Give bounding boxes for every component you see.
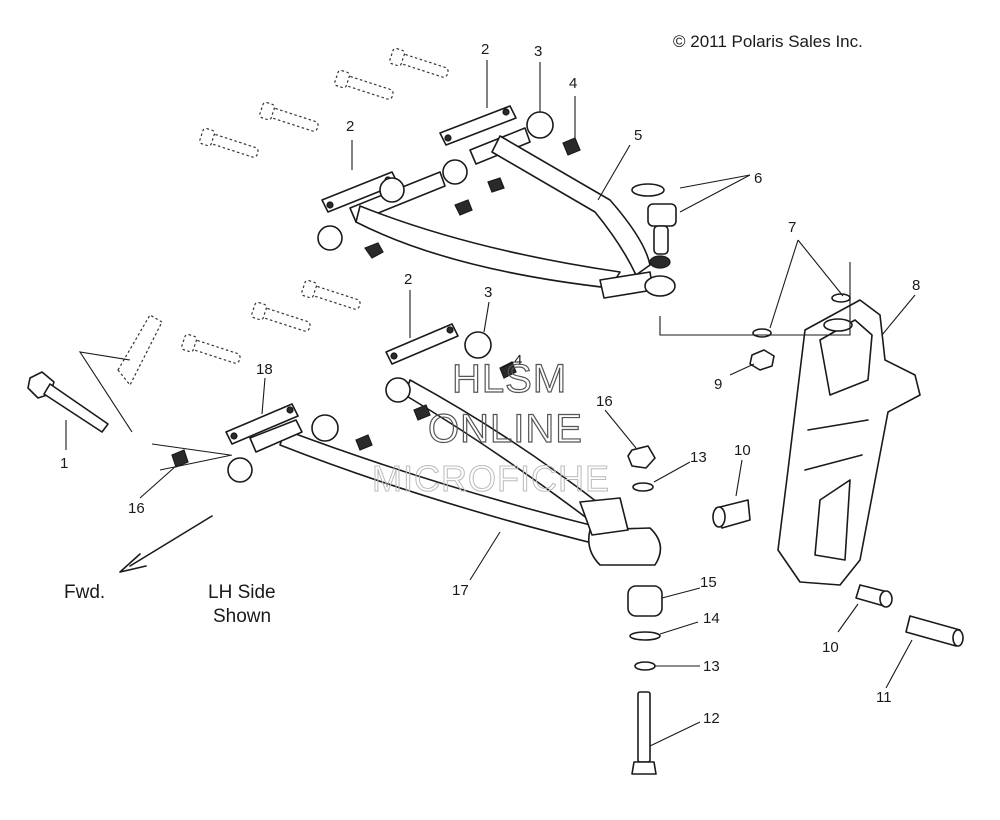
washer-upper	[632, 482, 654, 492]
ghost-bolts-lower	[181, 279, 361, 364]
callout-5: 5	[634, 127, 642, 144]
knuckle-bushing-a	[712, 499, 751, 529]
leader-lines	[65, 60, 916, 747]
callout-10: 10	[734, 442, 751, 459]
callout-13: 13	[703, 658, 720, 675]
callout-2: 2	[346, 118, 354, 135]
callout-9: 9	[714, 376, 722, 393]
callout-16: 16	[128, 500, 145, 517]
knuckle-pin	[905, 615, 964, 647]
copyright-text: © 2011 Polaris Sales Inc.	[673, 32, 863, 51]
pivot-bolt	[27, 371, 109, 433]
callout-2: 2	[404, 271, 412, 288]
callout-labels: 1 2 2 2 3 3 4 4 5 6 7 8 9 10 10 11 12 13…	[60, 41, 920, 727]
callout-3: 3	[534, 43, 542, 60]
watermark-line2: ONLINE	[428, 407, 583, 451]
callout-10: 10	[822, 639, 839, 656]
callout-4: 4	[514, 352, 522, 369]
callout-7: 7	[788, 219, 796, 236]
callout-2: 2	[481, 41, 489, 58]
lower-a-arm	[249, 379, 662, 566]
callout-12: 12	[703, 710, 720, 727]
callout-16: 16	[596, 393, 613, 410]
upper-a-arm	[349, 127, 676, 299]
knuckle-bushing-b	[855, 584, 893, 608]
callout-4: 4	[569, 75, 577, 92]
callout-13: 13	[690, 449, 707, 466]
callout-3: 3	[484, 284, 492, 301]
direction-label: Fwd.	[64, 582, 105, 603]
side-note-line1: LH Side	[208, 582, 276, 603]
forward-arrow	[119, 515, 213, 573]
callout-17: 17	[452, 582, 469, 599]
callout-11: 11	[876, 689, 892, 706]
ghost-bolts-upper	[199, 47, 449, 158]
lock-nut	[627, 445, 656, 469]
watermark: HLSM ONLINE MICROFICHE	[372, 356, 610, 499]
upper-pivot-plates	[317, 105, 581, 259]
ghost-bracket	[117, 314, 163, 387]
callout-6: 6	[754, 170, 762, 187]
callout-8: 8	[912, 277, 920, 294]
spindle-washer-b	[831, 293, 851, 303]
spindle-knuckle	[777, 299, 921, 586]
lower-joint-stack	[627, 585, 663, 775]
callout-1: 1	[60, 455, 68, 472]
callout-15: 15	[700, 574, 717, 591]
spindle-washer-a	[752, 328, 772, 338]
watermark-line3: MICROFICHE	[372, 458, 610, 499]
callout-18: 18	[256, 361, 273, 378]
ball-joint	[631, 183, 677, 255]
watermark-line1: HLSM	[452, 357, 567, 401]
side-note-line2: Shown	[213, 606, 271, 627]
callout-14: 14	[703, 610, 720, 627]
lower-pivot-plates	[171, 323, 517, 483]
spindle-nut	[749, 349, 775, 371]
